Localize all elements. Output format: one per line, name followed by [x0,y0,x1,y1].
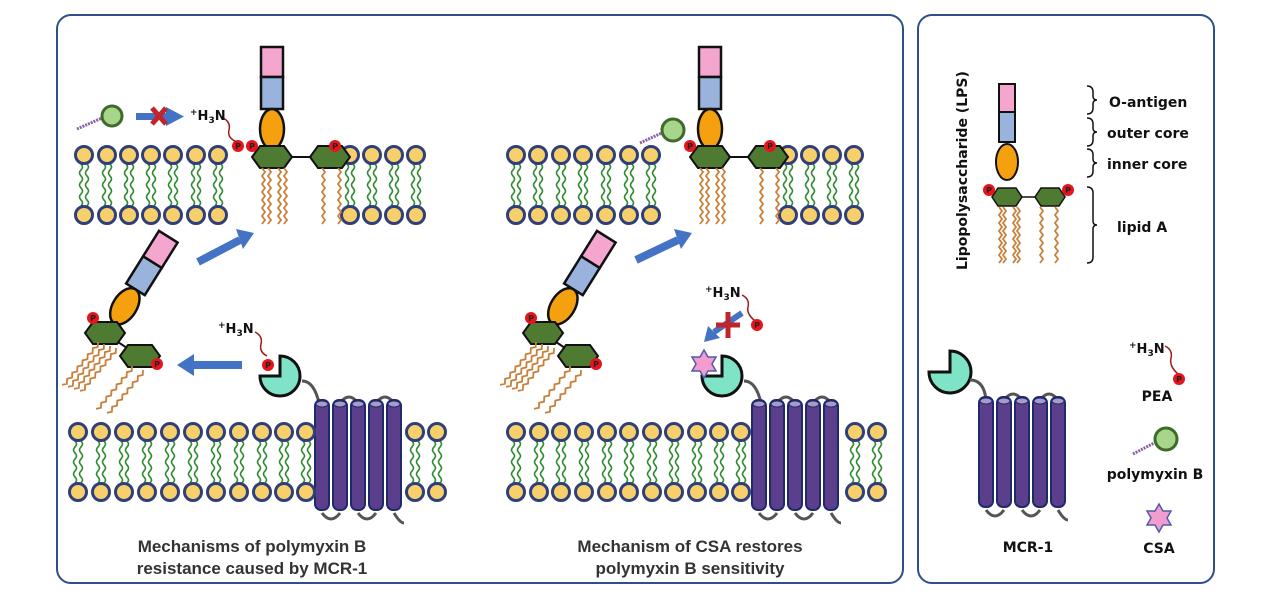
middle-panel-title-line1: Mechanism of CSA restores [577,537,802,556]
left-panel-title-line1: Mechanisms of polymyxin B [138,537,367,556]
left-arrow-transfer [177,354,242,376]
left-mcr1-transmembrane [314,395,405,525]
left-lps-phosphate-1: P [232,140,244,152]
legend-csa-label: CSA [1143,541,1175,557]
left-mcr1-pea-phosphate [262,359,274,371]
left-outer-membrane-right [340,145,426,225]
legend-pea-label: PEA [1142,389,1173,405]
left-mcr1-pea-linker [254,331,268,357]
left-outer-membrane-left [74,145,228,225]
middle-lps-free [546,229,618,326]
legend-braces [1086,85,1098,264]
middle-lps-phosphate-1 [684,140,696,152]
legend-polymyxin-b-label: polymyxin B [1107,467,1204,483]
legend-pea-phosphate [1173,373,1185,385]
middle-block-x-icon [716,312,740,338]
left-blocked-arrow [136,107,184,126]
legend-pea-linker [1164,345,1179,375]
left-lps-phosphate-2 [246,140,258,152]
legend-inner-core: inner core [1107,157,1187,173]
middle-outer-membrane-right [778,145,864,225]
svg-text:P: P [235,142,241,151]
middle-csa-bound [690,348,718,380]
legend-polymyxin-b-icon [1132,426,1179,456]
left-polymyxin-b [76,104,124,131]
legend-lipid-a: lipid A [1117,220,1167,236]
left-mcr1-pea-amine-label: +H3N [218,321,254,339]
middle-polymyxin-b-bound [639,117,686,145]
middle-arrow-insert [634,229,692,264]
main-panel-frame [56,14,904,584]
middle-pea-amine-label: +H3N [705,285,741,303]
left-lps-phosphate-3 [329,140,341,152]
left-lps-free [108,229,180,326]
left-pea-linker [222,117,238,143]
middle-mcr1-transmembrane [751,395,842,525]
left-mcr1-linker [301,379,321,404]
left-block-x-icon [150,106,168,126]
left-lps-modified [252,47,350,224]
middle-panel-title-line2: polymyxin B sensitivity [596,559,785,578]
middle-lps [690,47,788,224]
middle-lps-phosphate-2 [764,140,776,152]
left-pea-amine-label: +H3N [190,108,226,126]
legend-o-antigen: O-antigen [1109,95,1187,111]
legend-outer-core: outer core [1107,126,1189,142]
left-panel-title-line2: resistance caused by MCR-1 [137,559,368,578]
middle-pea-linker [741,294,759,324]
left-arrow-insert [196,229,254,266]
left-lps-free-lipid-a [61,312,163,416]
legend-lps-diagram [983,83,1074,264]
legend-mcr1-label: MCR-1 [1003,540,1054,556]
legend-csa-icon [1145,502,1173,534]
legend-mcr1-diagram [927,349,1069,522]
middle-outer-membrane-left [506,145,661,225]
legend-pea-amine-label: +H3N [1129,341,1165,359]
middle-pea-phosphate [751,319,763,331]
legend-panel-frame [917,14,1215,584]
legend-lps-label: Lipopolysaccharide (LPS) [955,71,971,270]
middle-lps-free-lipid-a [499,312,602,416]
